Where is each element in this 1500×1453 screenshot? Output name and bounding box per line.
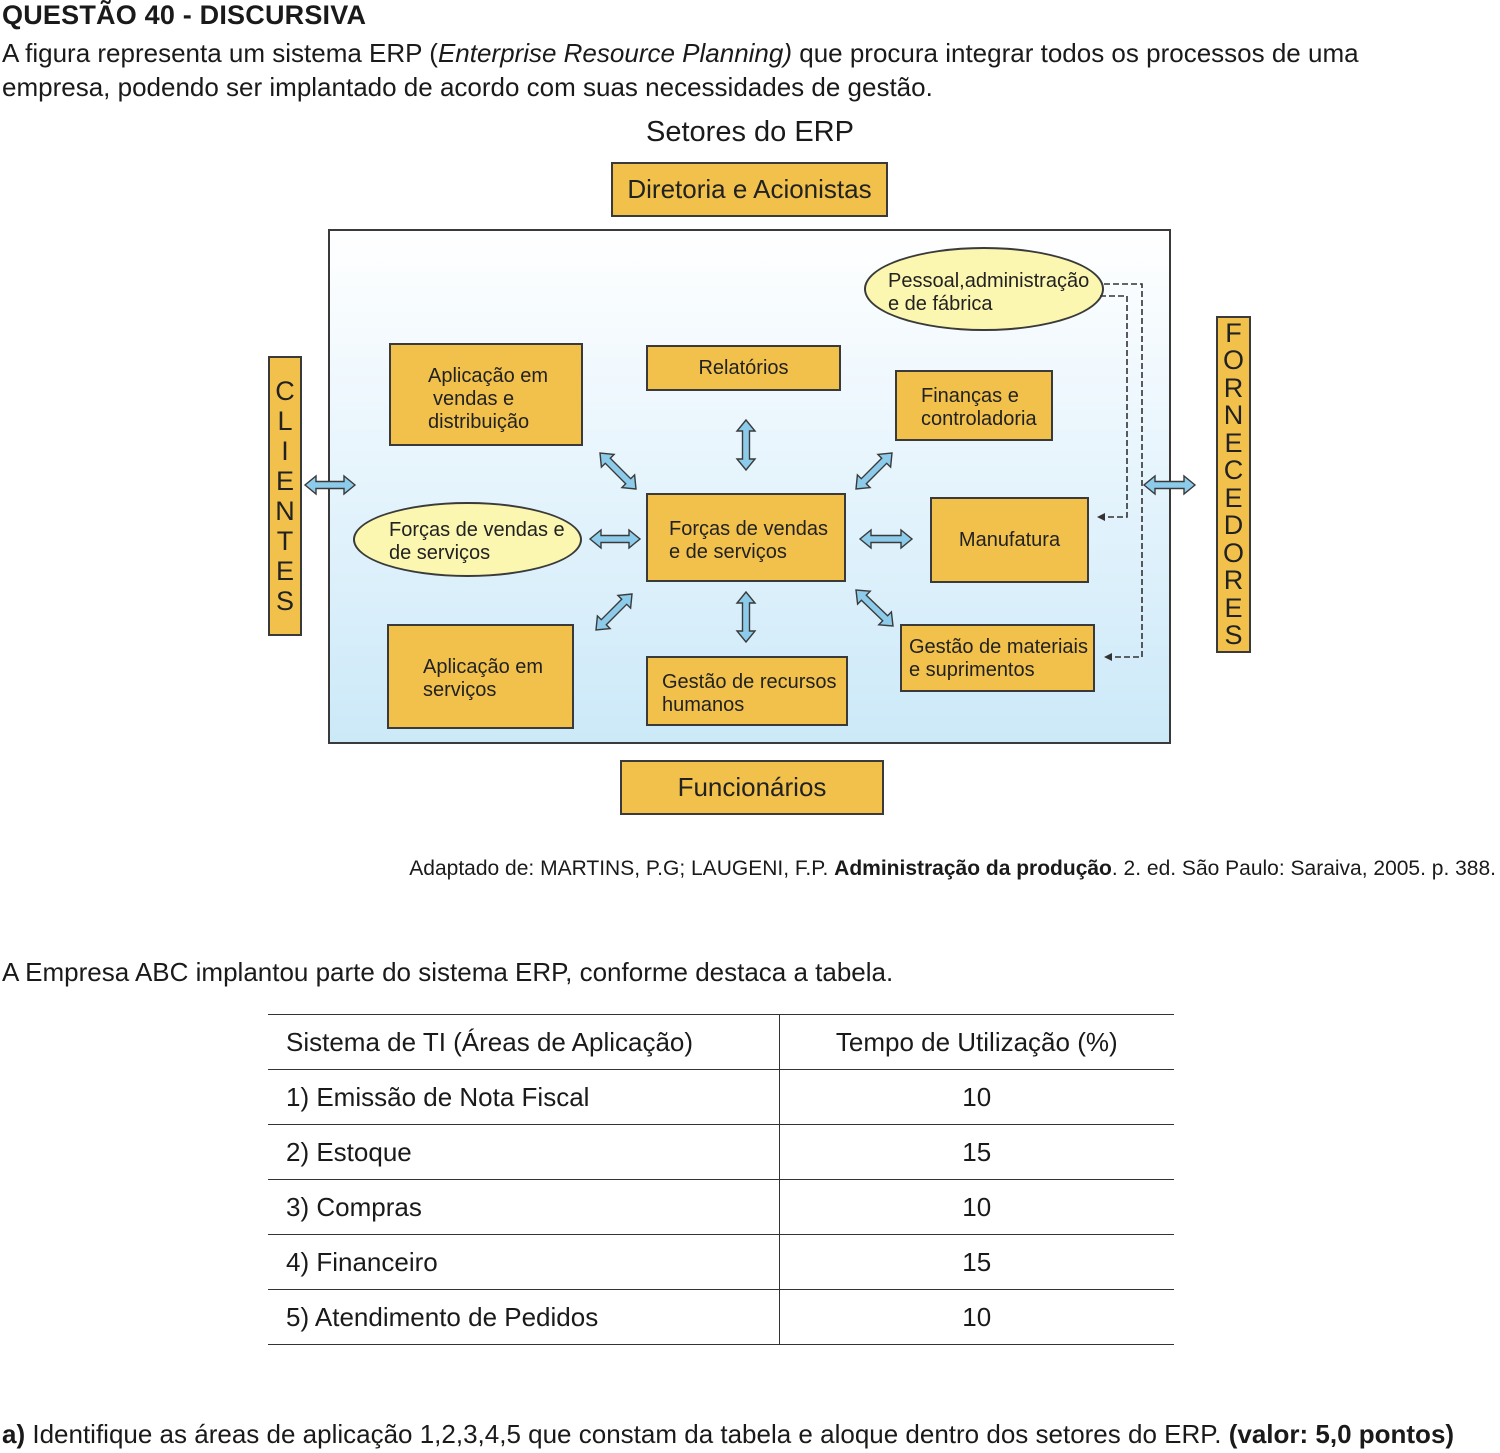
letter: S [275,586,294,616]
letter: I [281,436,289,466]
erp-usage-table: Sistema de TI (Áreas de Aplicação) Tempo… [268,1014,1174,1345]
node-line: de serviços [389,542,491,564]
node-line: Forças de vendas e [389,519,565,541]
clientes-label: C L I E N T E S [268,356,302,636]
letter: O [1222,345,1244,375]
source-citation: Adaptado de: MARTINS, P.G; LAUGENI, F.P.… [336,857,1496,881]
table-cell-area: 4) Financeiro [268,1234,780,1290]
top-box-diretoria: Diretoria e Acionistas [611,162,888,217]
node-line: humanos [662,694,745,716]
question-title: QUESTÃO 40 - DISCURSIVA [2,0,367,30]
table-header-tempo: Tempo de Utilização (%) [835,1026,1118,1057]
fornecedores-label: F O R N E C E D O R E S [1216,316,1251,653]
letter: D [1223,510,1244,540]
letter: E [1224,482,1243,513]
node-line: vendas e [433,388,515,410]
source-prefix: Adaptado de: MARTINS, P.G; LAUGENI, F.P. [409,857,835,880]
node-relatorios: Relatórios [646,345,841,391]
table-header-area: Sistema de TI (Áreas de Aplicação) [268,1014,780,1070]
intro-prefix: A figura representa um sistema ERP ( [2,38,438,68]
node-centro: Forças de vendas e de serviços [646,493,846,582]
node-line: Relatórios [698,356,789,379]
node-line: Gestão de materiais [909,636,1088,658]
node-line: Finanças e [921,385,1019,407]
letter: C [1223,455,1244,485]
node-line: serviços [423,679,497,701]
question-a-label: a) [2,1419,26,1449]
table-intro: A Empresa ABC implantou parte do sistema… [2,957,894,987]
node-line: Gestão de recursos [662,671,837,693]
table-cell-tempo: 15 [962,1136,992,1167]
letter: S [1224,620,1243,650]
table-header-row: Sistema de TI (Áreas de Aplicação) Tempo… [268,1014,1174,1070]
table-row: 5) Atendimento de Pedidos 10 [268,1289,1174,1345]
table-cell-tempo: 10 [962,1301,992,1332]
node-line: e de fábrica [888,293,993,315]
node-line: Aplicação em [423,656,544,678]
node-vendas-distribuicao: Aplicação em vendas e distribuição [389,343,583,446]
intro-paragraph-line2: empresa, podendo ser implantado de acord… [2,72,933,102]
top-box-label: Diretoria e Acionistas [627,174,872,204]
question-a: a) Identifique as áreas de aplicação 1,2… [2,1419,1496,1450]
letter: E [1224,592,1243,623]
bottom-box-funcionarios: Funcionários [620,760,884,815]
question-a-value: (valor: 5,0 pontos) [1228,1419,1455,1449]
letter: F [1225,317,1242,348]
table-cell-area: 5) Atendimento de Pedidos [268,1289,780,1345]
node-gestao-rh: Gestão de recursos humanos [646,656,848,726]
letter: O [1222,537,1244,568]
node-line: Aplicação em [428,365,549,387]
node-line: Manufatura [958,528,1061,551]
letter: C [275,376,295,406]
table-cell-area: 2) Estoque [268,1124,780,1180]
table-cell-tempo: 15 [962,1246,992,1277]
node-forcas-ellipse: Forças de vendas e de serviços [353,502,582,577]
diagram-title: Setores do ERP [646,116,854,148]
node-aplicacao-servicos: Aplicação em serviços [387,624,574,729]
letter: E [275,466,294,496]
node-line: e suprimentos [909,659,1035,681]
table-row: 4) Financeiro 15 [268,1234,1174,1290]
node-line: e de serviços [669,541,787,563]
table-cell-area: 3) Compras [268,1179,780,1235]
node-financas: Finanças e controladoria [895,370,1053,441]
table-cell-area: 1) Emissão de Nota Fiscal [268,1069,780,1125]
table-row: 1) Emissão de Nota Fiscal 10 [268,1069,1174,1125]
bottom-box-label: Funcionários [677,772,827,802]
letter: L [277,406,293,436]
letter: R [1223,565,1244,595]
source-book-title: Administração da produção [834,857,1112,880]
question-a-text: Identifique as áreas de aplicação 1,2,3,… [25,1419,1229,1449]
node-line: Pessoal,administração [888,270,1090,292]
node-manufatura: Manufatura [930,497,1089,583]
letter: N [1223,400,1244,430]
node-line: controladoria [921,408,1037,430]
table-row: 3) Compras 10 [268,1179,1174,1235]
node-line: Forças de vendas [669,518,828,540]
letter: E [1224,427,1243,458]
letter: E [275,556,294,586]
node-gestao-materiais: Gestão de materiais e suprimentos [900,624,1095,692]
node-line: distribuição [428,411,530,433]
letter: T [276,526,294,556]
source-suffix: . 2. ed. São Paulo: Saraiva, 2005. p. 38… [1111,857,1496,880]
letter: N [275,496,295,526]
letter: R [1223,372,1244,403]
node-pessoal: Pessoal,administração e de fábrica [864,247,1104,331]
table-cell-tempo: 10 [962,1081,992,1112]
table-row: 2) Estoque 15 [268,1124,1174,1180]
intro-suffix: que procura integrar todos os processos … [792,38,1359,68]
intro-italic: Enterprise Resource Planning) [437,38,793,68]
intro-paragraph: A figura representa um sistema ERP (Ente… [2,36,1496,70]
table-cell-tempo: 10 [962,1191,992,1222]
